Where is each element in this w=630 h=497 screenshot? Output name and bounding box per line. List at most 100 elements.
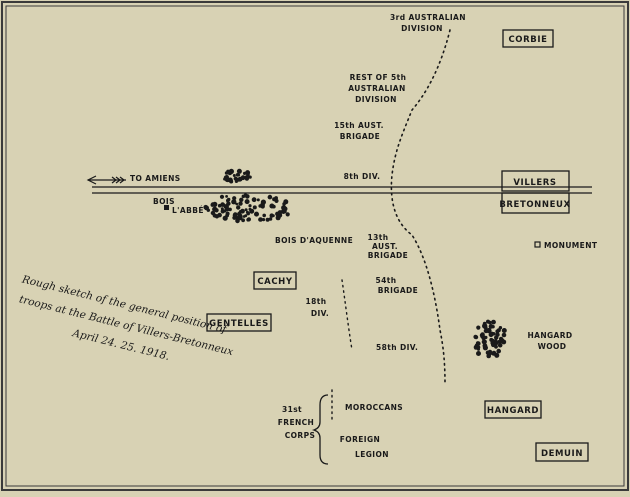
tree-mark: [237, 173, 241, 177]
town-demuin-label: DEMUIN: [541, 449, 583, 459]
tree-mark: [484, 335, 488, 340]
tree-mark: [245, 170, 251, 176]
label-15th-aust-brigade: 15th AUST. BRIGADE: [334, 121, 383, 141]
label-moroccans: MOROCCANS: [345, 403, 403, 412]
tree-mark: [240, 208, 245, 214]
tree-mark: [248, 175, 252, 179]
boundary-18th-div: [341, 279, 353, 351]
label-31st-line2: FRENCH: [278, 418, 314, 427]
tree-mark: [239, 197, 244, 202]
town-hangard-label: HANGARD: [487, 406, 539, 416]
label-13th-line1: 13th: [368, 233, 389, 242]
label-58th-div: 58th DIV.: [376, 343, 418, 352]
label-rest-5th-line2: AUSTRALIAN: [348, 84, 405, 93]
french-corps-brace: [311, 394, 329, 465]
label-31st-french-corps: 31st FRENCH CORPS: [278, 405, 315, 440]
tree-mark: [237, 213, 243, 219]
label-31st-line1: 31st: [282, 405, 302, 414]
tree-mark: [261, 218, 266, 222]
tree-mark: [229, 179, 234, 184]
tree-mark: [246, 217, 251, 222]
tree-mark: [267, 194, 273, 200]
label-54th-brigade: 54th BRIGADE: [376, 276, 418, 295]
label-foreign-legion-line2: LEGION: [355, 450, 389, 459]
tree-mark: [491, 350, 497, 356]
tree-mark: [236, 168, 242, 174]
town-hangard: HANGARD: [484, 400, 542, 419]
label-3rd-australian-division: 3rd AUSTRALIAN DIVISION: [390, 13, 466, 33]
arrow-to-amiens-icon: [86, 175, 126, 185]
tree-mark: [487, 350, 493, 356]
label-foreign-legion: FOREIGN LEGION: [340, 435, 389, 459]
tree-mark: [476, 345, 481, 350]
tree-mark: [248, 204, 252, 208]
tree-mark: [232, 215, 237, 220]
tree-mark: [268, 217, 273, 221]
tree-mark: [225, 213, 230, 218]
tree-mark: [260, 204, 265, 209]
tree-mark: [490, 340, 496, 346]
label-foreign-legion-line1: FOREIGN: [340, 435, 380, 444]
town-bretonneux: BRETONNEUX: [499, 192, 570, 214]
hangard-wood-icon: [473, 319, 507, 359]
label-rest-5th-line3: DIVISION: [355, 95, 397, 104]
tree-mark: [482, 343, 488, 349]
tree-mark: [256, 198, 260, 202]
tree-mark: [243, 171, 247, 175]
label-to-amiens: TO AMIENS: [130, 174, 181, 183]
tree-mark: [243, 193, 248, 197]
tree-mark: [494, 344, 498, 349]
tree-mark: [272, 197, 277, 202]
tree-mark: [252, 205, 257, 210]
label-3rd-australian-line2: DIVISION: [401, 24, 443, 33]
tree-mark: [224, 171, 229, 175]
tree-mark: [206, 208, 210, 212]
tree-mark: [219, 194, 225, 199]
label-15th-line2: BRIGADE: [340, 132, 380, 141]
town-cachy-label: CACHY: [257, 277, 293, 287]
tree-mark: [226, 201, 231, 206]
label-rest-5th-line1: REST OF 5th: [350, 73, 407, 82]
tree-mark: [498, 336, 504, 342]
bois-daquenne-wood-icon: [203, 193, 290, 224]
label-18th-line2: DIV.: [311, 309, 329, 318]
label-8th-div: 8th DIV.: [344, 172, 381, 181]
tree-mark: [228, 207, 232, 212]
label-54th-line1: 54th: [376, 276, 397, 285]
tree-mark: [497, 342, 503, 348]
label-54th-line2: BRIGADE: [378, 286, 418, 295]
tree-mark: [486, 319, 490, 324]
tree-mark: [236, 177, 241, 182]
tree-mark: [488, 324, 494, 329]
label-hangard-wood-line2: WOOD: [538, 342, 567, 351]
town-cachy: CACHY: [253, 271, 297, 290]
tree-mark: [495, 332, 500, 337]
label-13th-line2: AUST.: [372, 242, 398, 251]
tree-mark: [235, 202, 239, 206]
tree-mark: [238, 201, 243, 206]
label-bois-labbe-line2: L'ABBÉ: [172, 206, 204, 215]
tree-mark: [497, 328, 501, 332]
tree-mark: [265, 217, 270, 222]
tree-mark: [486, 327, 492, 334]
tree-mark: [483, 325, 488, 330]
tree-mark: [498, 340, 502, 345]
monument-marker: [534, 241, 541, 248]
tree-mark: [251, 197, 257, 203]
tree-mark: [262, 213, 267, 218]
town-corbie-label: CORBIE: [508, 35, 547, 45]
tree-mark: [476, 325, 481, 330]
tree-mark: [229, 169, 234, 174]
tree-mark: [232, 196, 237, 201]
tree-mark: [269, 213, 274, 218]
label-3rd-australian-line1: 3rd AUSTRALIAN: [390, 13, 466, 22]
label-13th-line3: BRIGADE: [368, 251, 408, 260]
label-rest-of-5th-australian: REST OF 5th AUSTRALIAN DIVISION: [348, 73, 406, 104]
wood-near-road-icon: [223, 168, 252, 184]
tree-mark: [282, 206, 288, 212]
tree-mark: [475, 341, 481, 346]
tree-mark: [203, 204, 208, 210]
tree-mark: [246, 211, 250, 216]
